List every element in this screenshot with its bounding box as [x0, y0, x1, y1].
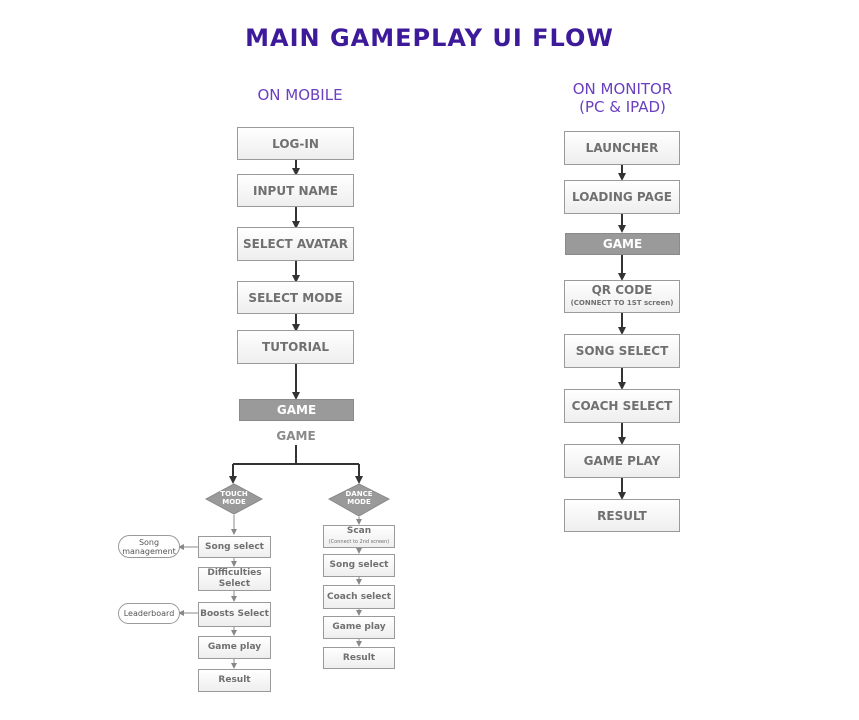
mobile-step-input-name: INPUT NAME [237, 174, 354, 207]
monitor-step-game-play: GAME PLAY [564, 444, 680, 478]
dance-scan-note: (Connect to 2nd screen) [328, 538, 390, 545]
monitor-step-launcher: LAUNCHER [564, 131, 680, 165]
monitor-step-loading-page: LOADING PAGE [564, 180, 680, 214]
touch-step-result: Result [198, 669, 271, 692]
touch-arrows [178, 515, 237, 669]
dance-step-game-play: Game play [323, 616, 395, 639]
monitor-step-coach-select: COACH SELECT [564, 389, 680, 423]
monitor-step-song-select: SONG SELECT [564, 334, 680, 368]
dance-step-song-select: Song select [323, 554, 395, 577]
song-management-node: Song management [118, 535, 180, 558]
qr-code-title: QR CODE [591, 282, 653, 297]
touch-step-game-play: Game play [198, 636, 271, 659]
touch-step-song-select: Song select [198, 536, 271, 558]
monitor-heading: ON MONITOR (PC & IPAD) [540, 80, 705, 116]
mobile-heading: ON MOBILE [257, 86, 343, 104]
mobile-game-box: GAME [239, 399, 354, 421]
mobile-step-select-avatar: SELECT AVATAR [237, 227, 354, 261]
touch-step-difficulties-select: Difficulties Select [198, 567, 271, 591]
mobile-step-tutorial: TUTORIAL [237, 330, 354, 364]
dance-step-scan: Scan (Connect to 2nd screen) [323, 525, 395, 548]
monitor-heading-line1: ON MONITOR [572, 80, 673, 98]
dance-step-coach-select: Coach select [323, 585, 395, 609]
monitor-step-qr-code: QR CODE (CONNECT TO 1ST screen) [564, 280, 680, 313]
dance-scan-label: Scan [346, 525, 372, 536]
dance-mode-label: DANCE MODE [345, 490, 373, 506]
monitor-game-box: GAME [565, 233, 680, 255]
touch-step-boosts-select: Boosts Select [198, 602, 271, 627]
touch-mode-diamond [204, 483, 264, 515]
page-title: MAIN GAMEPLAY UI FLOW [245, 24, 614, 52]
dance-mode-diamond [327, 483, 391, 517]
dance-step-result: Result [323, 647, 395, 669]
mobile-arrows [229, 160, 363, 484]
qr-code-note: (CONNECT TO 1ST screen) [570, 298, 674, 307]
touch-mode-label: TOUCH MODE [220, 490, 248, 506]
leaderboard-node: Leaderboard [118, 603, 180, 624]
mobile-game-label: GAME [276, 429, 316, 443]
monitor-heading-line2: (PC & IPAD) [579, 98, 666, 116]
monitor-step-result: RESULT [564, 499, 680, 532]
mobile-step-select-mode: SELECT MODE [237, 281, 354, 314]
mobile-step-login: LOG-IN [237, 127, 354, 160]
